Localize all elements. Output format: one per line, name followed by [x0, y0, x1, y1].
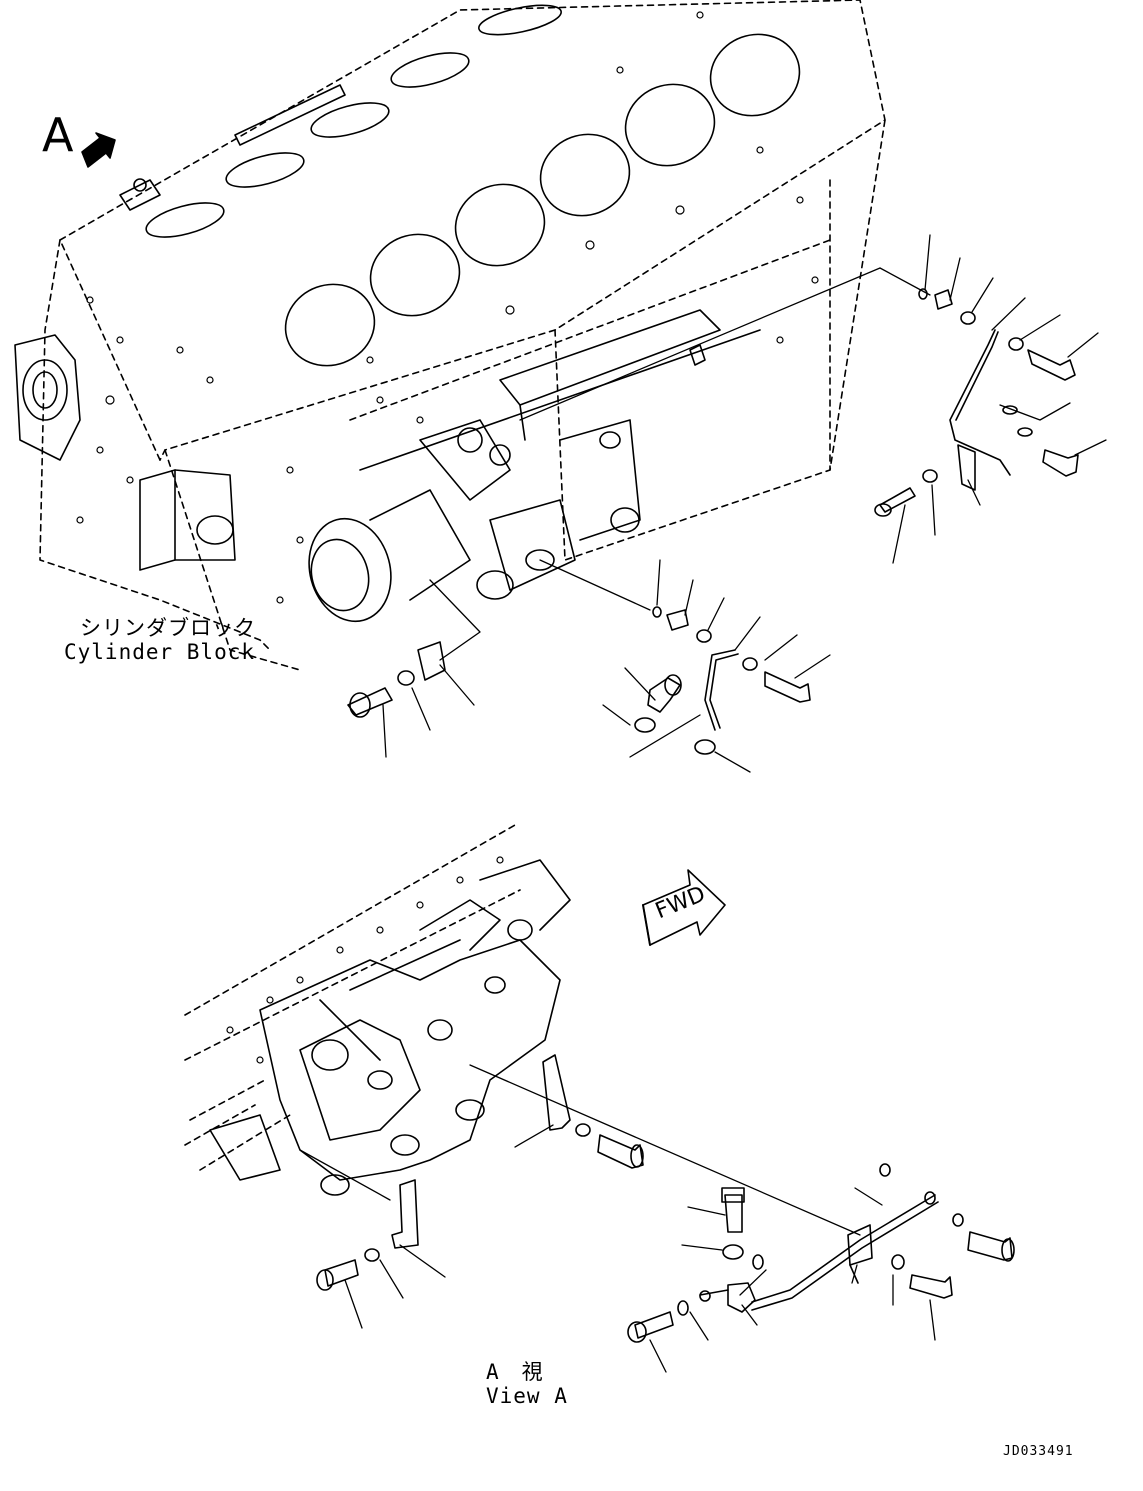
fwd-arrow: [642, 869, 726, 946]
cylinder-block-en-label: Cylinder Block: [64, 640, 256, 664]
view-a-jp-label: A 視: [486, 1360, 544, 1384]
view-a-en-label: View A: [486, 1384, 568, 1408]
drawing-number: JD033491: [1003, 1444, 1074, 1459]
view-marker-label: A: [42, 108, 74, 162]
block-holes: [76, 11, 819, 604]
sensor-parts-bottom: [316, 1054, 1015, 1343]
view-a-arrow: [81, 132, 116, 168]
sensor-parts-top: [874, 288, 1079, 517]
cylinder-block-jp-label: シリンダブロック: [80, 616, 256, 640]
sensor-parts-middle: [347, 606, 811, 755]
leader-lines-top: [382, 234, 1107, 773]
view-a-block: [184, 824, 571, 1196]
leader-lines-bottom: [299, 1064, 936, 1373]
cylinder-block: [14, 0, 886, 671]
